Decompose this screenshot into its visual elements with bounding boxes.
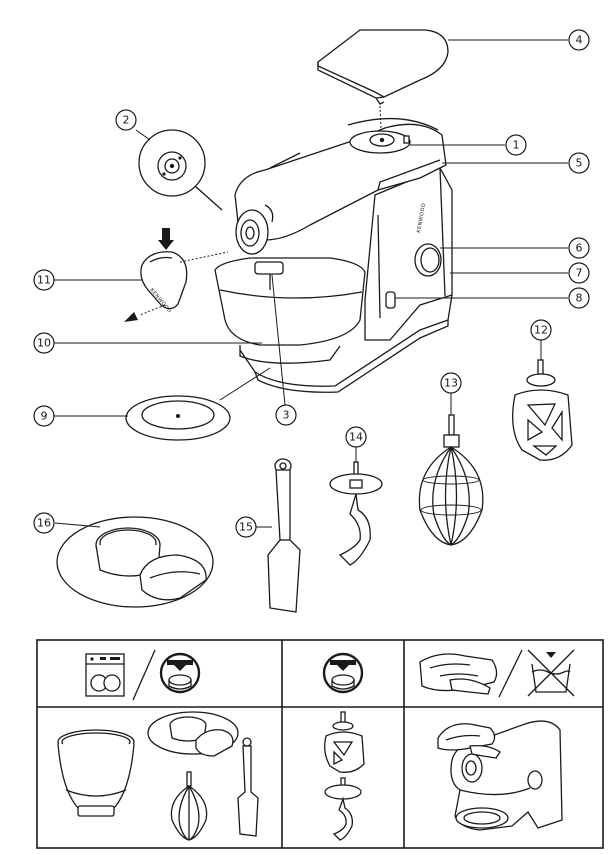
callout-16: 16 bbox=[33, 512, 55, 534]
callout-10: 10 bbox=[33, 332, 55, 354]
brand-label: KENWOOD bbox=[416, 202, 427, 233]
divider-slash bbox=[132, 649, 156, 701]
svg-text:4: 4 bbox=[576, 34, 583, 47]
svg-text:7: 7 bbox=[576, 267, 583, 280]
cleaning-guide-table bbox=[36, 639, 604, 849]
svg-text:5: 5 bbox=[576, 157, 583, 170]
hand-wash-icon bbox=[419, 653, 498, 695]
dishwasher-icon bbox=[85, 653, 125, 697]
balloon-whisk bbox=[418, 414, 484, 546]
svg-text:2: 2 bbox=[123, 114, 130, 127]
callout-6: 6 bbox=[568, 237, 590, 259]
callout-13: 13 bbox=[440, 372, 462, 394]
dishwasher-top-rack-icon bbox=[159, 652, 201, 694]
svg-text:15: 15 bbox=[239, 521, 253, 534]
callout-14: 14 bbox=[345, 426, 367, 448]
k-beater bbox=[512, 359, 573, 461]
outlet-cover bbox=[317, 29, 449, 105]
hub-detail-magnifier bbox=[138, 129, 223, 211]
svg-text:12: 12 bbox=[534, 324, 548, 337]
dishwasher-safe-whisk bbox=[170, 771, 208, 841]
svg-text:14: 14 bbox=[349, 431, 363, 444]
callout-leaders bbox=[54, 39, 568, 528]
svg-text:1: 1 bbox=[513, 139, 520, 152]
callout-7: 7 bbox=[568, 262, 590, 284]
callout-15: 15 bbox=[235, 516, 257, 538]
dishwasher-safe-spatula bbox=[237, 737, 259, 837]
dishwasher-safe-bowl bbox=[57, 729, 135, 817]
dough-hook bbox=[329, 461, 383, 566]
callout-8: 8 bbox=[568, 287, 590, 309]
top-rack-dough-hook bbox=[324, 777, 362, 841]
svg-text:11: 11 bbox=[37, 274, 51, 287]
svg-text:6: 6 bbox=[576, 242, 583, 255]
spatula bbox=[267, 458, 301, 613]
splash-guard-disc bbox=[125, 395, 231, 441]
do-not-immerse-icon bbox=[527, 649, 575, 697]
top-rack-k-beater bbox=[324, 711, 365, 773]
callout-1: 1 bbox=[505, 134, 527, 156]
dishwasher-top-rack-icon-2 bbox=[322, 652, 364, 694]
dishwasher-safe-shield bbox=[147, 711, 239, 757]
callout-5: 5 bbox=[568, 152, 590, 174]
svg-text:3: 3 bbox=[283, 409, 290, 422]
callout-3: 3 bbox=[275, 404, 297, 426]
mixing-bowl bbox=[214, 257, 366, 364]
callout-12: 12 bbox=[530, 319, 552, 341]
callout-4: 4 bbox=[568, 29, 590, 51]
svg-text:16: 16 bbox=[37, 517, 51, 530]
svg-text:8: 8 bbox=[576, 292, 583, 305]
mixer-body: KENWOOD bbox=[234, 117, 453, 393]
svg-text:9: 9 bbox=[41, 410, 48, 423]
callout-11: 11 bbox=[33, 269, 55, 291]
callout-2: 2 bbox=[115, 109, 137, 131]
callout-9: 9 bbox=[33, 405, 55, 427]
divider-slash-2 bbox=[498, 649, 523, 698]
cover-removal: KENWOOD bbox=[124, 228, 229, 322]
wipe-clean-mixer bbox=[437, 720, 563, 831]
svg-text:10: 10 bbox=[37, 337, 51, 350]
pouring-shield bbox=[56, 516, 214, 608]
svg-text:13: 13 bbox=[444, 377, 458, 390]
